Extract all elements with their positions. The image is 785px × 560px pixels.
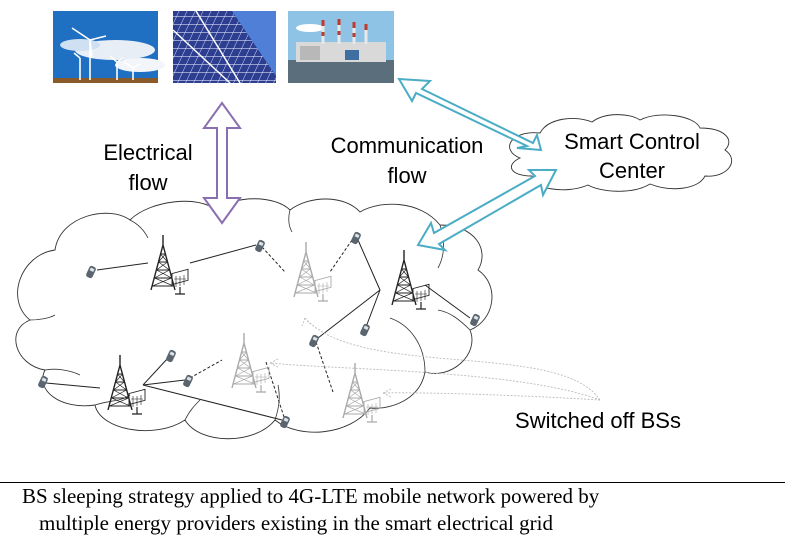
control-to-network-arrow xyxy=(416,169,558,252)
communication-flow-label-line2: flow xyxy=(387,163,426,188)
smart-control-center-label-line1: Smart Control xyxy=(564,129,700,154)
wind-turbines-photo xyxy=(53,11,165,83)
caption-line-1: BS sleeping strategy applied to 4G-LTE m… xyxy=(22,484,600,508)
smart-control-center-label-line2: Center xyxy=(599,158,665,183)
caption-line-2: multiple energy providers existing in th… xyxy=(39,511,553,535)
caption-divider xyxy=(0,482,785,483)
communication-flow-label-line1: Communication xyxy=(331,133,484,158)
smart-control-center-cloud xyxy=(509,114,732,192)
switched-off-bs-label: Switched off BSs xyxy=(515,408,681,433)
radio-links xyxy=(45,239,471,421)
switched-off-pointers xyxy=(269,317,601,401)
electrical-flow-label-line1: Electrical xyxy=(103,140,192,165)
smart-grid-diagram: Smart Control Center xyxy=(15,10,732,440)
mobile-network-cloud xyxy=(15,198,493,440)
cloud-inner-arcs xyxy=(29,209,471,421)
solar-panel-photo xyxy=(172,10,276,84)
power-plant-photo xyxy=(288,11,394,83)
plant-to-control-arrow xyxy=(397,77,543,152)
figure-caption: BS sleeping strategy applied to 4G-LTE m… xyxy=(0,483,785,537)
communication-flow-arrows xyxy=(397,77,558,252)
electrical-flow-arrow xyxy=(202,101,242,225)
electrical-flow-label-line2: flow xyxy=(128,170,167,195)
